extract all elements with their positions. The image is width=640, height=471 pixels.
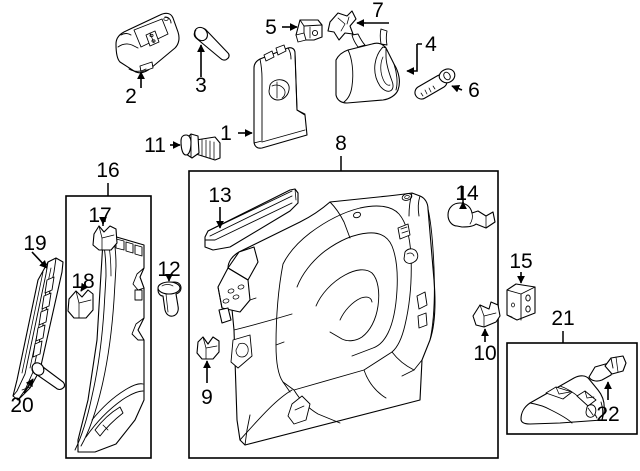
callout-16: 16 bbox=[96, 159, 120, 196]
callout-label-4: 4 bbox=[425, 33, 437, 56]
callout-5: 5 bbox=[265, 16, 298, 39]
part-16-c-pillar-trim-assembly bbox=[74, 235, 145, 453]
callout-4: 4 bbox=[406, 33, 437, 75]
part-20-channel-rivet-pin bbox=[31, 362, 66, 391]
callout-19: 19 bbox=[23, 232, 48, 269]
callout-14: 14 bbox=[455, 182, 479, 210]
part-19-weatherstrip-channel bbox=[12, 257, 64, 401]
part-4-upper-pillar-cover bbox=[335, 28, 400, 104]
callout-label-5: 5 bbox=[265, 16, 277, 39]
callout-3: 3 bbox=[195, 44, 207, 97]
callout-6: 6 bbox=[451, 79, 480, 102]
callout-7: 7 bbox=[356, 0, 389, 27]
callout-label-14: 14 bbox=[455, 182, 479, 205]
callout-13: 13 bbox=[208, 184, 232, 229]
part-11-flange-head-bolt bbox=[180, 133, 221, 161]
callout-label-22: 22 bbox=[596, 403, 619, 426]
part-21-dome-lamp-assembly bbox=[520, 375, 605, 425]
group-box-21 bbox=[506, 342, 638, 435]
callout-9: 9 bbox=[201, 360, 213, 409]
callout-15: 15 bbox=[509, 250, 533, 284]
callout-label-6: 6 bbox=[468, 79, 480, 102]
part-6-hex-flange-bolt bbox=[414, 68, 456, 100]
part-1-b-pillar-lower-trim-panel bbox=[253, 44, 308, 149]
callout-17: 17 bbox=[88, 204, 111, 227]
callout-label-20: 20 bbox=[10, 394, 33, 417]
callout-12: 12 bbox=[157, 258, 181, 282]
callout-label-12: 12 bbox=[157, 258, 180, 281]
callout-label-10: 10 bbox=[473, 342, 496, 365]
callout-label-2: 2 bbox=[125, 85, 137, 108]
callout-label-19: 19 bbox=[23, 232, 46, 255]
part-9-panel-clip-lower bbox=[196, 336, 220, 360]
part-7-cover-clip bbox=[327, 10, 357, 41]
callout-label-3: 3 bbox=[195, 74, 207, 97]
part-2-seat-belt-retractor-cover bbox=[115, 12, 180, 74]
callout-1: 1 bbox=[220, 122, 253, 145]
part-17-trim-retainer-clip-upper bbox=[92, 225, 118, 251]
part-5-retainer-bracket-clip bbox=[295, 19, 323, 43]
part-18-trim-retainer-clip-lower bbox=[67, 289, 94, 319]
part-13-trim-garnish-molding bbox=[204, 188, 299, 251]
callout-20: 20 bbox=[10, 378, 34, 417]
part-15-bracket-block bbox=[506, 283, 536, 321]
part-8-quarter-trim-panel-assembly bbox=[217, 192, 436, 446]
callout-10: 10 bbox=[473, 328, 497, 365]
callout-label-11: 11 bbox=[144, 134, 166, 157]
callout-label-1: 1 bbox=[220, 122, 232, 145]
part-22-lamp-bulb bbox=[588, 355, 627, 382]
callout-label-15: 15 bbox=[509, 250, 532, 273]
part-10-panel-clip-right bbox=[472, 301, 501, 328]
callout-label-18: 18 bbox=[71, 270, 94, 293]
callout-label-7: 7 bbox=[372, 0, 384, 22]
callout-2: 2 bbox=[125, 71, 145, 108]
callout-21: 21 bbox=[551, 307, 575, 343]
callout-8: 8 bbox=[335, 132, 347, 171]
callout-label-8: 8 bbox=[335, 132, 347, 155]
callout-label-9: 9 bbox=[201, 386, 213, 409]
callout-22: 22 bbox=[596, 381, 620, 426]
callout-label-21: 21 bbox=[551, 307, 574, 330]
part-14-round-plug-cap bbox=[447, 202, 496, 229]
callout-label-16: 16 bbox=[96, 159, 119, 182]
part-3-trim-rivet-pin bbox=[193, 26, 230, 61]
callout-18: 18 bbox=[71, 270, 94, 293]
part-12-push-pin-retainer bbox=[157, 281, 182, 317]
callout-label-17: 17 bbox=[88, 204, 111, 227]
callout-label-13: 13 bbox=[208, 184, 231, 207]
callout-11: 11 bbox=[144, 134, 181, 157]
